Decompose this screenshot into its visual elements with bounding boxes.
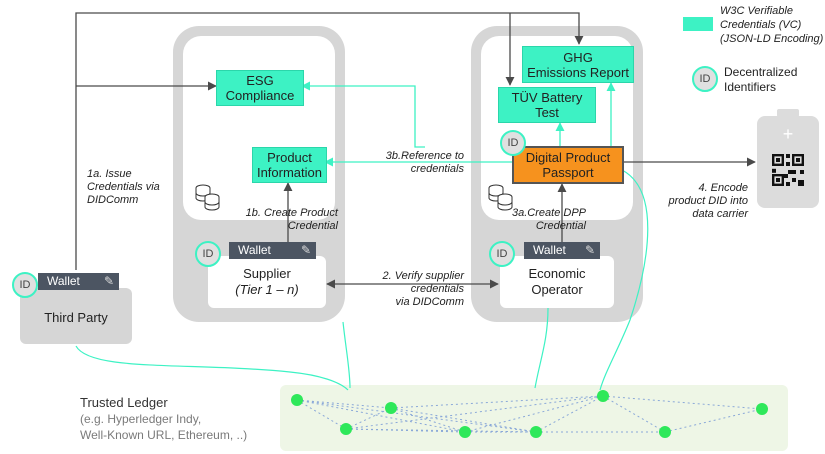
step-2-line2: credentials [410,283,464,295]
step-3b-label: 3b.Reference to credentials [364,150,464,176]
step-3a-line1: 3a.Create DPP [512,207,586,219]
legend-did-line1: Decentralized [724,65,798,79]
pen-icon: ✎ [300,243,311,257]
wallet-operator[interactable]: Wallet ✎ [524,242,600,259]
product-information-credential: Product Information [252,147,327,183]
operator-actor: Economic Operator [500,266,614,298]
ledger-link-operator [534,307,549,389]
tuv-line1: TÜV Battery [511,90,583,105]
supplier-tier: (Tier 1 – n) [235,282,299,297]
database-icon-operator [488,184,513,211]
ledger-nodes [291,390,768,438]
third-party-actor: Third Party [44,310,108,325]
ledger-node [459,426,471,438]
ledger-node [756,403,768,415]
legend-vc-line1: W3C Verifiable [720,5,793,17]
step-1b-line2: Credential [287,220,338,232]
legend-vc-line3: (JSON-LD Encoding) [720,33,824,45]
step-3b-line2: credentials [410,163,464,175]
supplier-actor-area [208,256,326,308]
step-4-line2: product DID into [668,195,748,207]
step-4-label: 4. Encode product DID into data carrier [650,182,748,221]
ledger-title: Trusted Ledger [80,395,168,410]
step-1a-line2: Credentials via [87,181,160,193]
ledger-node [340,423,352,435]
step-3b-line1: 3b.Reference to [385,150,464,162]
legend-vc-line2: Credentials (VC) [720,19,802,31]
ledger-node [530,426,542,438]
product-info-line1: Product [267,150,312,165]
legend-vc-label: W3C Verifiable Credentials (VC) (JSON-LD… [720,4,825,46]
ledger-node [659,426,671,438]
ledger-link-third-party [75,345,349,391]
legend-did-label: Decentralized Identifiers [724,65,797,95]
operator-line2: Operator [531,282,583,297]
ledger-node [291,394,303,406]
ledger-node [597,390,609,402]
operator-line1: Economic [528,266,586,281]
step-2-line3: via DIDComm [395,296,464,308]
third-party-box [20,288,132,344]
step-2-label: 2. Verify supplier credentials via DIDCo… [352,270,464,309]
step-2-line1: 2. Verify supplier [382,270,464,282]
tuv-battery-credential: TÜV Battery Test [498,87,596,123]
wallet-supplier[interactable]: Wallet ✎ [229,242,316,259]
ledger-sub-line1: (e.g. Hyperledger Indy, [80,412,202,426]
pen-icon: ✎ [103,274,114,288]
supplier-actor: Supplier (Tier 1 – n) [208,266,326,298]
product-info-line2: Information [256,165,323,180]
esg-line2: Compliance [225,88,295,103]
esg-line1: ESG [246,73,274,88]
operator-actor-area [500,256,614,308]
step-1b-line1: 1b. Create Product [245,207,338,219]
ghg-line1: GHG [563,49,593,65]
ledger-subtitle: (e.g. Hyperledger Indy, Well-Known URL, … [80,411,247,443]
qr-code-icon [772,154,804,186]
legend-did-line2: Identifiers [724,80,777,94]
legend-vc-swatch [683,17,713,31]
id-badge-operator: ID [489,241,515,267]
dpp-line2: Passport [542,165,594,180]
wallet-supplier-label: Wallet [238,243,271,257]
ledger-network-edges [296,395,763,433]
ledger-node [385,402,397,414]
step-4-line3: data carrier [692,208,748,220]
id-badge-supplier: ID [195,241,221,267]
step-1b-label: 1b. Create Product Credential [228,207,338,233]
digital-product-passport-credential: Digital Product Passport [512,146,624,184]
legend-id-badge: ID [692,66,718,92]
ghg-line2: Emissions Report [527,64,629,80]
step-1a-line1: 1a. Issue [87,168,132,180]
step-3a-line2: Credential [535,220,586,232]
ledger-link-supplier [342,321,351,389]
ledger-link-dpp [599,169,649,391]
step-3a-label: 3a.Create DPP Credential [506,207,586,233]
step-1a-line3: DIDComm [87,194,139,206]
wallet-third-party[interactable]: Wallet ✎ [38,273,119,290]
id-badge-dpp: ID [500,130,526,156]
ledger-sub-line2: Well-Known URL, Ethereum, ..) [80,428,248,442]
dpp-line1: Digital Product [525,150,611,165]
step-4-line1: 4. Encode [698,182,748,194]
supplier-name: Supplier [243,266,291,281]
ref-esg [301,81,425,148]
wallet-operator-label: Wallet [533,243,566,257]
ledger-area [280,385,788,451]
step-1a-label: 1a. Issue Credentials via DIDComm [87,168,160,207]
ghg-emissions-credential: GHG Emissions Report [522,46,634,83]
issue-line-main [75,12,584,270]
battery-plus-icon: + [782,124,794,144]
tuv-line2: Test [535,105,559,120]
battery-terminal [777,109,799,117]
esg-compliance-credential: ESG Compliance [216,70,304,106]
id-badge-third-party: ID [12,272,38,298]
wallet-third-party-label: Wallet [47,274,80,288]
pen-icon: ✎ [584,243,595,257]
database-icon-supplier [195,184,220,211]
